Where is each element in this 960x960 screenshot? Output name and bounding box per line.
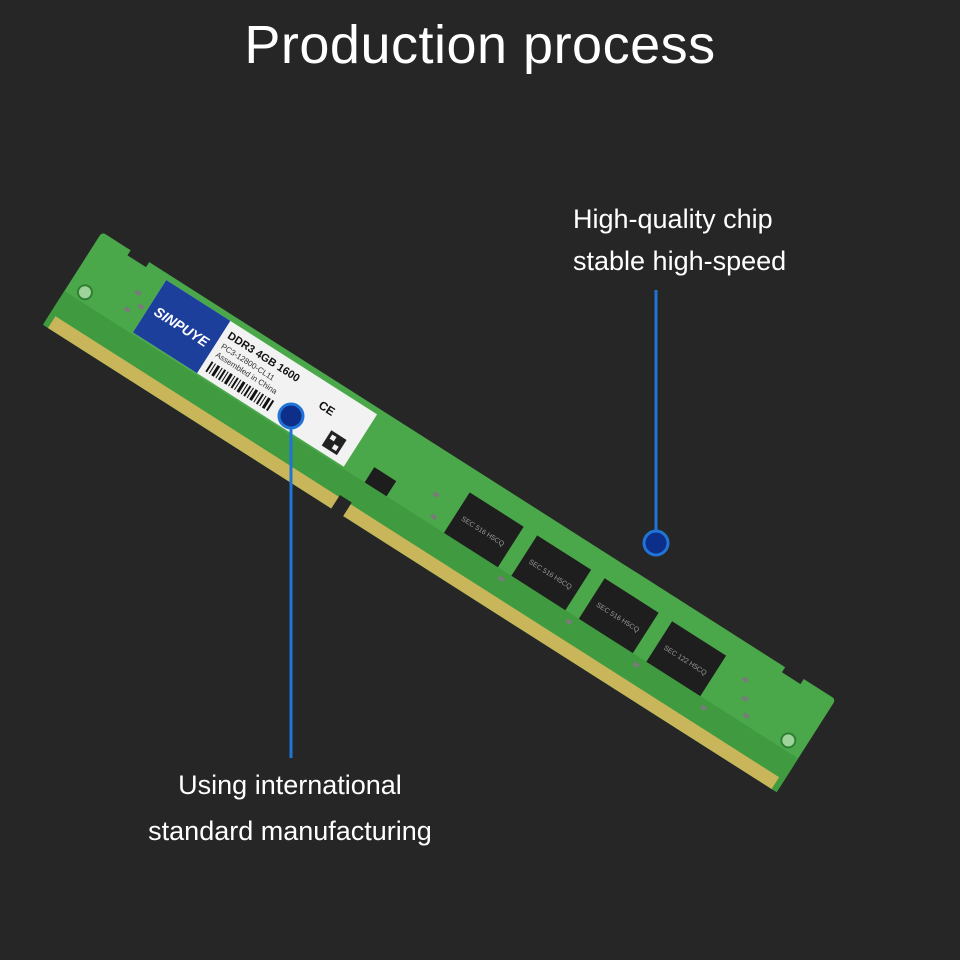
barcode	[205, 361, 275, 412]
pcb-notch-right	[781, 660, 809, 685]
callout-chip-line1: High-quality chip	[573, 204, 773, 234]
gold-contacts-right	[343, 504, 780, 789]
brand-panel	[132, 280, 231, 374]
callout-chip-line2: stable high-speed	[573, 246, 787, 276]
callout-manufacturing-line2: standard manufacturing	[148, 816, 432, 846]
mount-hole-left	[76, 284, 93, 301]
spd-chip	[364, 467, 397, 497]
leader-dot-chip	[642, 529, 670, 557]
page-title: Production process	[244, 15, 716, 75]
mount-hole-right	[780, 732, 797, 749]
memory-chip-3	[578, 578, 659, 654]
callout-manufacturing-line1: Using international	[178, 770, 402, 800]
smd-components	[123, 289, 750, 720]
gold-contacts-left	[47, 316, 339, 509]
callout-chip: High-quality chip stable high-speed	[573, 198, 786, 282]
memory-chip-2	[511, 535, 592, 611]
key-notch	[330, 495, 352, 518]
pcb-shade	[42, 291, 799, 793]
ram-module: SINPUYE DDR3 4GB 1600 PC3-12800-CL11 Ass…	[42, 233, 835, 793]
leader-dot-manufacturing	[277, 402, 305, 430]
memory-chip-1	[443, 492, 524, 568]
memory-chip-4	[646, 621, 727, 697]
pcb-notch-left	[127, 243, 154, 268]
module-label: SINPUYE DDR3 4GB 1600 PC3-12800-CL11 Ass…	[132, 280, 378, 467]
callout-manufacturing: Using international standard manufacturi…	[60, 762, 520, 854]
memory-chips: SEC 516 H5CQ SEC 516 H5CQ SEC 516 H5CQ S…	[443, 492, 727, 697]
qr-code-icon	[321, 430, 347, 456]
